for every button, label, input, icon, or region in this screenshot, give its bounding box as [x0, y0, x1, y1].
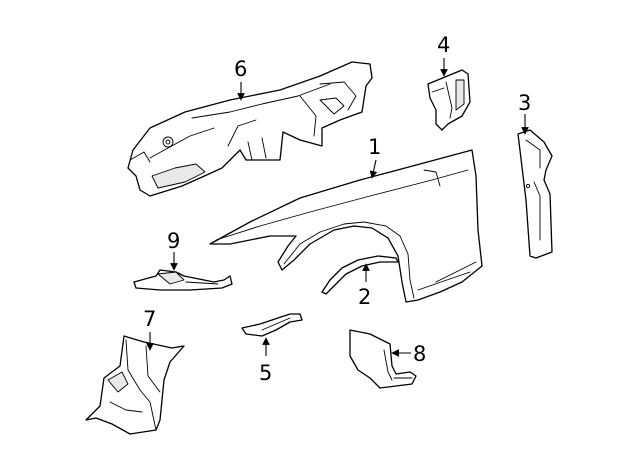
callout-1: 1: [368, 135, 381, 159]
part-5-strip-bracket[interactable]: [241, 313, 303, 337]
leader-1: [369, 159, 378, 179]
callout-9: 9: [167, 229, 180, 253]
part-9-lower-bracket[interactable]: [133, 269, 233, 291]
callout-7: 7: [143, 307, 156, 331]
part-4-bracket[interactable]: [427, 69, 471, 131]
callout-8: 8: [413, 342, 426, 366]
part-2-arch-molding[interactable]: [321, 255, 399, 295]
part-6-apron-frame[interactable]: [127, 61, 373, 197]
callout-4: 4: [437, 33, 450, 57]
callout-5: 5: [259, 361, 272, 385]
callout-3: 3: [518, 91, 531, 115]
part-7-wheelhouse-liner[interactable]: [85, 335, 185, 435]
part-1-front-fender[interactable]: [209, 149, 483, 303]
part-3-liner-strip[interactable]: [517, 129, 553, 259]
callout-labels: 1 2 3 4 5 6 7 8 9: [143, 33, 531, 385]
leader-lines: [146, 58, 529, 357]
part-8-splash-shield[interactable]: [349, 329, 417, 389]
callout-6: 6: [234, 57, 247, 81]
callout-2: 2: [358, 285, 371, 309]
